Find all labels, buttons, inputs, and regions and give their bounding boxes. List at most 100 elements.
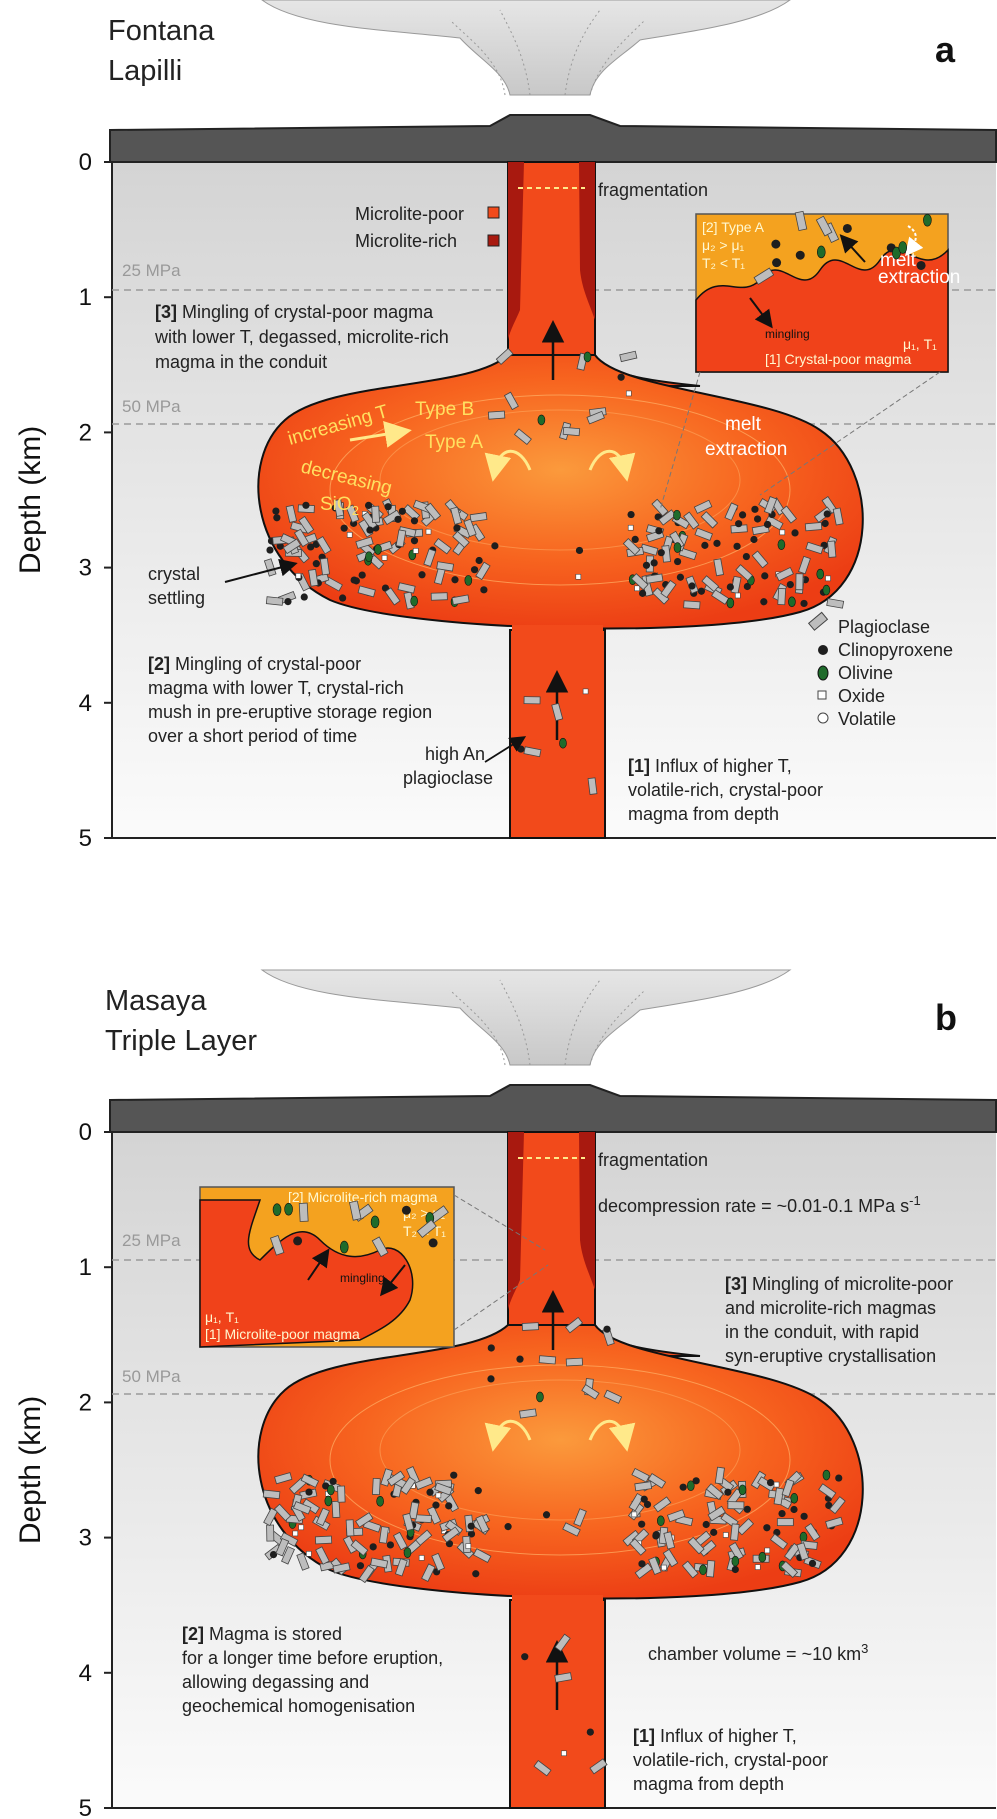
y-tick-label: 1 [79,284,92,311]
inset-a-mingling: mingling [765,327,810,341]
clinopyroxene-crystal [676,573,685,581]
inset-plagioclase [371,1236,389,1258]
clinopyroxene-crystal [384,503,392,511]
chamber-volume: chamber volume = ~10 km3 [648,1641,868,1664]
step2b-text-3: allowing degassing and [182,1672,369,1692]
clinopyroxene-crystal [627,510,635,519]
plagioclase-crystal [751,550,769,569]
oxide-crystal [561,1750,567,1757]
clinopyroxene-crystal [366,526,374,534]
oxide-crystal [306,1551,312,1557]
clinopyroxene-crystal [726,583,734,591]
y-tick-label: 3 [79,1525,92,1552]
plagioclase-crystal [818,1483,837,1500]
step1-text-2: volatile-rich, crystal-poor [628,780,823,800]
y-tick-label: 0 [79,149,92,176]
plagioclase-crystal [262,1489,281,1500]
plagioclase-crystal [308,568,319,587]
olivine-crystal [657,1515,665,1527]
plagioclase-crystal [274,1472,293,1485]
fragmentation-label: fragmentation [598,180,708,200]
oxide-crystal [631,1511,638,1518]
plagioclase-crystal [631,1467,650,1483]
plagioclase-crystal [832,507,844,526]
inset-microlite: [2] Microlite-rich magma μ₂ > μ₁ T₂ < T₁… [199,1186,549,1348]
clinopyroxene-crystal [701,541,709,549]
plagioclase-crystal [503,391,519,411]
plagioclase-crystal [314,1535,333,1545]
plagioclase-crystal [666,1509,686,1523]
clinopyroxene-crystal [738,511,747,519]
step3b-text-2: and microlite-rich magmas [725,1298,936,1318]
clinopyroxene-crystal [743,1505,751,1513]
panel-b-title-1: Masaya [105,985,207,1017]
clinopyroxene-crystal [386,1541,394,1549]
plagioclase-crystal [775,566,794,582]
clinopyroxene-crystal [835,1474,843,1482]
plagioclase-crystal [538,1355,557,1365]
inset-a-mu: μ₂ > μ₁ [702,237,745,253]
plagioclase-crystal [829,1496,846,1515]
panel-a-title-2: Lapilli [108,55,182,87]
clinopyroxene-crystal [761,572,769,580]
plagioclase-crystal [273,1503,292,1522]
step2b-text-4: geochemical homogenisation [182,1696,415,1716]
oxide-crystal [825,575,831,582]
olivine-crystal [537,414,546,426]
plagioclase-crystal [472,1548,492,1563]
legend-microlite-poor: Microlite-poor [355,204,464,224]
clinopyroxene-crystal [800,1512,808,1520]
oxide-crystal [346,532,353,538]
plagioclase-crystal [382,509,402,526]
olivine-crystal [324,1495,333,1507]
oxide-crystal [779,529,786,536]
crystal-mush-a [263,347,845,795]
plagioclase-crystal [463,518,477,538]
inset-plagioclase [298,1202,309,1222]
plagioclase-crystal [265,596,284,606]
sio2-label: SiO2 [320,494,359,518]
inset-clinopyroxene [795,250,805,260]
inset-b-mu1: μ₁, T₁ [205,1309,239,1325]
olivine-crystal [822,1469,831,1481]
plagioclase-crystal [355,536,374,549]
inset-plagioclase [753,267,775,285]
olivine-crystal [758,1551,767,1563]
clinopyroxene-crystal [763,520,772,529]
plagioclase-crystal [586,410,605,425]
plagioclase-crystal [475,561,491,581]
panel-b-letter: b [935,997,957,1038]
step2-text: [2] Mingling of crystal-poor [148,654,361,674]
inset-olivine [284,1202,293,1216]
clinopyroxene-crystal [418,571,426,579]
clinopyroxene-crystal [786,580,794,589]
clinopyroxene-crystal [575,546,584,555]
plagioclase-crystal [795,573,804,591]
plagioclase-crystal [275,1537,290,1557]
clinopyroxene-crystal [760,598,768,606]
crystal-settling-2: settling [148,588,205,608]
clinopyroxene-crystal [638,1520,646,1528]
plagioclase-crystal [316,535,332,555]
plagioclase-crystal [371,505,380,523]
inset-plagioclase [269,1234,285,1256]
plagioclase-crystal [431,1552,446,1572]
plagioclase-crystal [735,564,753,582]
plagioclase-crystal [727,1501,745,1510]
legend-oxide: Oxide [838,686,885,706]
clinopyroxene-crystal [790,1505,798,1514]
step3b-text-4: syn-eruptive crystallisation [725,1346,936,1366]
clinopyroxene-crystal [821,519,829,528]
plagioclase-crystal [285,504,298,523]
legend-clinopyroxene: Clinopyroxene [838,640,953,660]
plagioclase-crystal [619,350,638,363]
oxide-crystal [661,1564,667,1571]
plagioclase-crystal [358,1564,375,1584]
plagioclase-crystal [395,529,407,548]
plagioclase-crystal [705,1483,724,1501]
step2-text-2: magma with lower T, crystal-rich [148,678,404,698]
clinopyroxene-crystal [778,1509,786,1518]
panel-a: 25 MPa 50 MPa fragmentation Fontana Lapi… [108,0,997,839]
clinopyroxene-crystal [450,1471,458,1479]
